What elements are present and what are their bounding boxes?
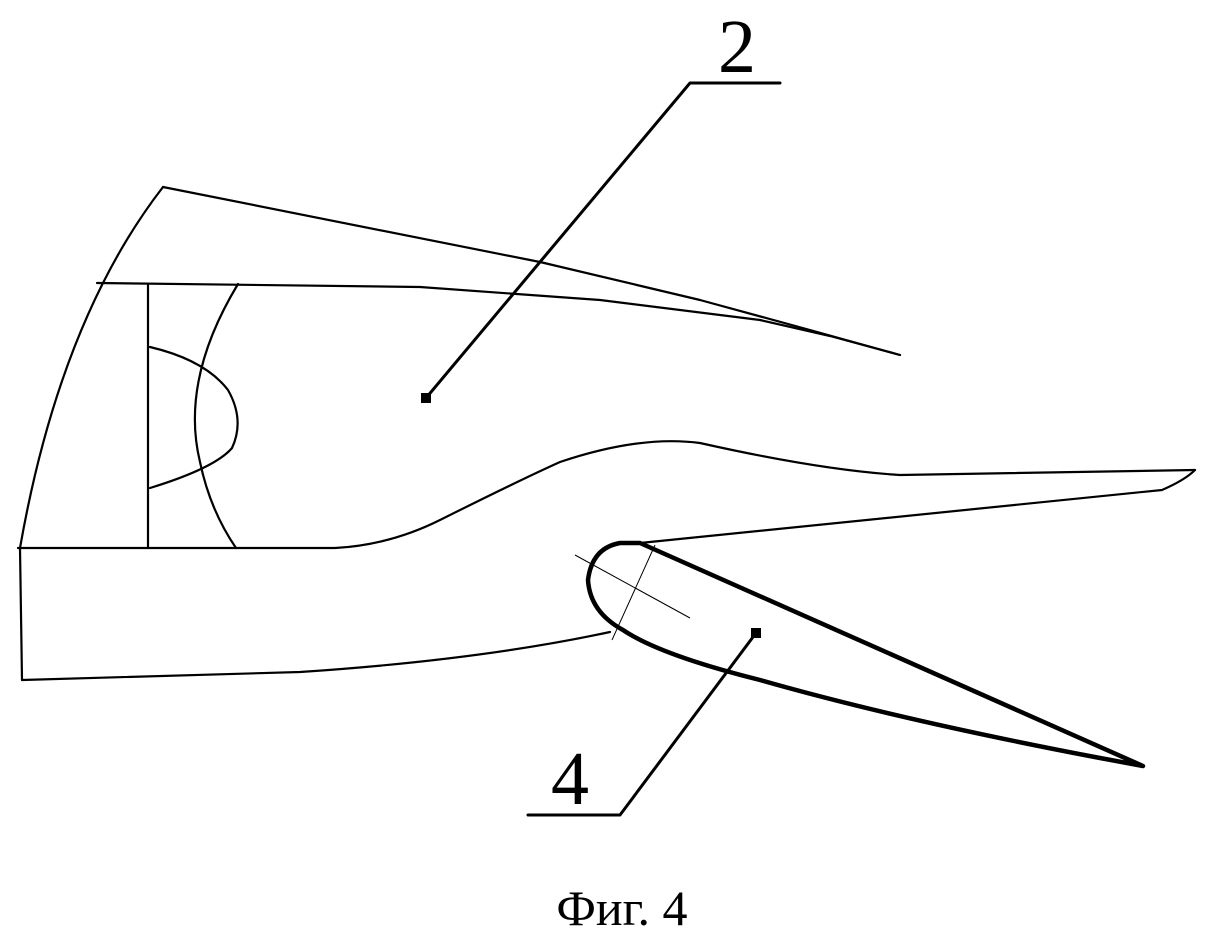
lower-channel-edge [16, 440, 1197, 550]
callout-2-number: 2 [718, 5, 756, 89]
lower-channel-tip [638, 468, 1197, 545]
inner-arc [193, 282, 240, 550]
hinge-axis-line-2 [611, 544, 656, 641]
nose-cone [148, 345, 239, 490]
callout-2-leader [424, 81, 782, 400]
bottom-outer-edge [20, 630, 612, 682]
hinge-axis-line-1 [574, 554, 691, 619]
upper-wing-lower-edge [95, 281, 902, 357]
flap-element [574, 540, 1146, 769]
front-arc [18, 185, 165, 682]
callout-2: 2 [421, 5, 782, 403]
callout-4-leader [526, 631, 758, 817]
callout-4-number: 4 [551, 737, 589, 821]
callout-4: 4 [526, 628, 761, 821]
main-body [16, 185, 1197, 682]
flap-outline [585, 540, 1146, 769]
figure-caption: Фиг. 4 [556, 880, 687, 936]
